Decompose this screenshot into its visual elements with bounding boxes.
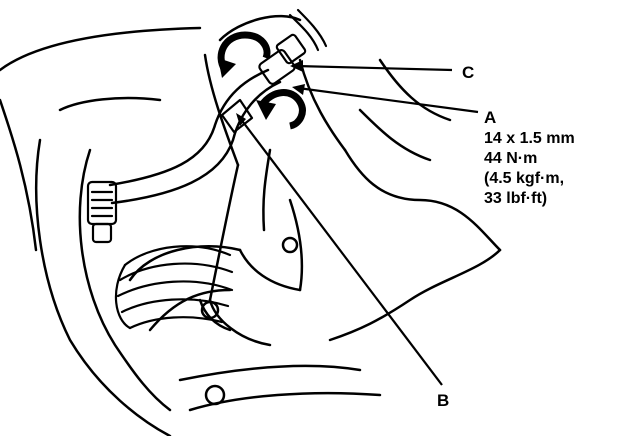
callout-c-letter: C: [462, 63, 474, 82]
callout-a-spec-line: 14 x 1.5 mm: [484, 130, 575, 147]
callout-a-spec-line: 33 lbf·ft): [484, 190, 547, 207]
callout-b-letter: B: [437, 391, 449, 410]
callout-a-letter: A: [484, 108, 496, 127]
knuckle: [203, 14, 502, 347]
callout-a-spec-line: (4.5 kgf·m,: [484, 170, 564, 187]
callout-leaders: [239, 64, 479, 386]
rotation-arrow-icon: [217, 31, 271, 78]
banjo-fitting: [258, 8, 328, 85]
hose-bracket: [220, 98, 254, 134]
caliper-fitting: [86, 180, 118, 244]
leader-arrowheads: [236, 60, 305, 126]
brake-hose: [108, 68, 282, 205]
callout-a-spec-line: 44 N·m: [484, 150, 537, 167]
rotation-arrow-icon: [256, 89, 306, 130]
lower-arm: [178, 236, 382, 412]
